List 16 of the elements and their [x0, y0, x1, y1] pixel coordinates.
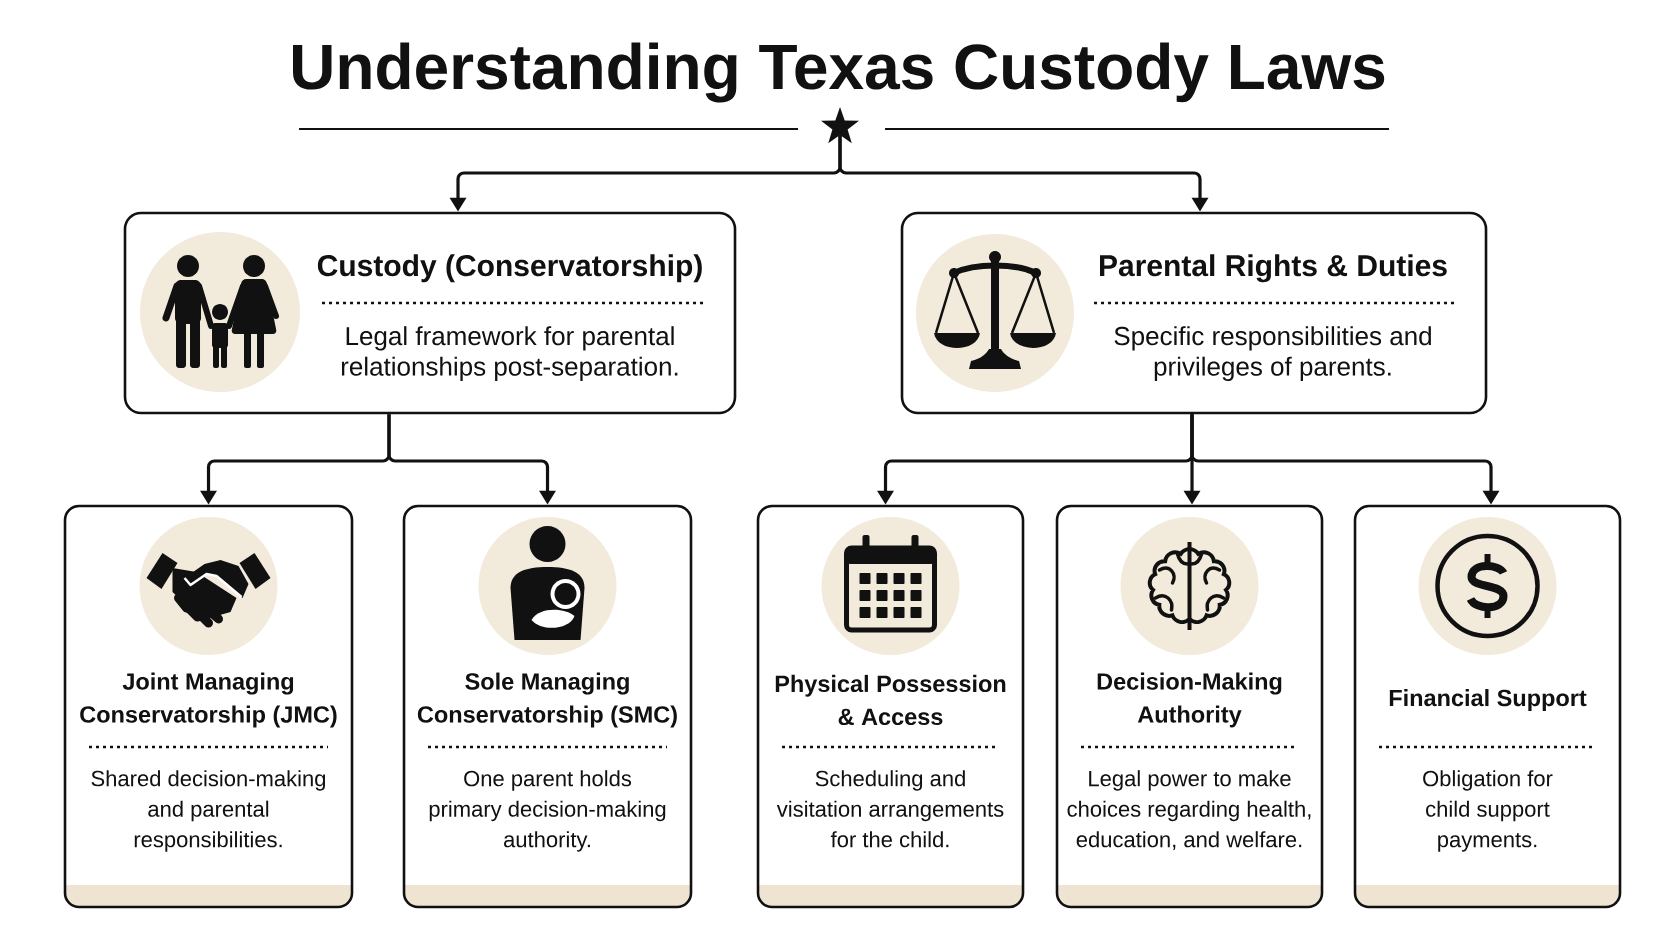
card-description: Scheduling and visitation arrangements for the child. — [776, 770, 1004, 848]
card-description: Obligation for child support payments. — [1423, 770, 1553, 852]
title: Understanding Texas Custody Laws — [293, 42, 1385, 103]
card-description: One parent holds primary decision-making authority. — [429, 770, 666, 852]
card-heading: Custody (Conservatorship) — [317, 254, 702, 283]
card-heading: Joint Managing Conservatorship (JMC) — [80, 672, 337, 728]
card-description: Legal power to make choices regarding health, education, and welfare. — [1067, 770, 1311, 850]
star-icon — [821, 107, 860, 144]
card-description: Specific responsibilities and privileges of parents. — [1114, 326, 1431, 381]
card-heading: Financial Support — [1389, 689, 1587, 711]
card-heading: Physical Possession & Access — [775, 674, 1006, 726]
card-description: Legal framework for parental relationships post-separation. — [341, 326, 678, 381]
card-heading: Parental Rights & Duties — [1100, 254, 1447, 283]
card-heading: Sole Managing Conservatorship (SMC) — [417, 672, 677, 728]
card-description: Shared decision-making and parental responsibilities. — [91, 770, 326, 852]
card-heading: Decision-Making Authority — [1097, 672, 1282, 728]
